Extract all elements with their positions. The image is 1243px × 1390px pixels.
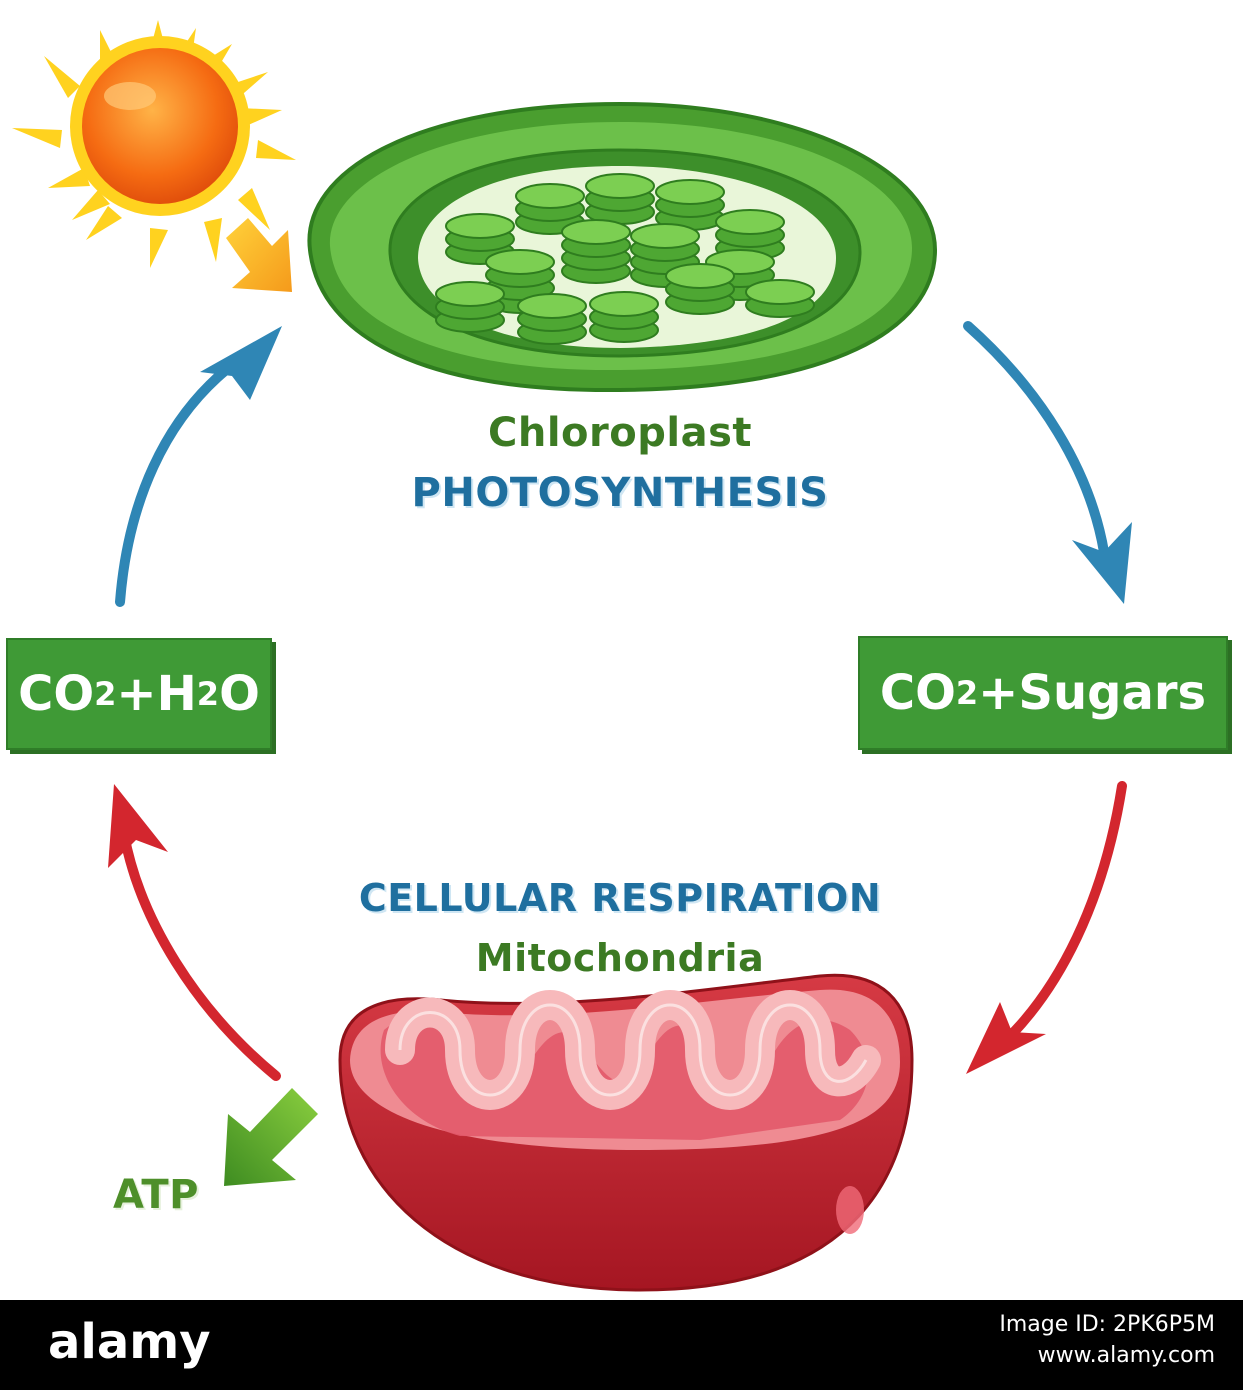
thylakoid-disc: [745, 279, 815, 305]
photosynthesis-label: PHOTOSYNTHESIS: [411, 470, 829, 516]
footer-site: www.alamy.com: [1037, 1342, 1215, 1368]
respiration-label: CELLULAR RESPIRATION: [358, 876, 882, 920]
thylakoid-disc: [715, 209, 785, 235]
thylakoid-disc: [561, 219, 631, 245]
thylakoid-disc: [585, 173, 655, 199]
thylakoid-disc: [589, 291, 659, 317]
thylakoid-disc: [515, 183, 585, 209]
thylakoid-disc: [445, 213, 515, 239]
arrow-to-sugars: [963, 321, 1132, 604]
thylakoid-disc: [655, 179, 725, 205]
thylakoid-disc: [665, 263, 735, 289]
co2-water-plus: +H: [116, 666, 197, 722]
mitochondrion-icon: [338, 973, 914, 1292]
chloroplast-icon: [307, 101, 938, 393]
chloroplast-label: Chloroplast: [488, 410, 752, 456]
thylakoid-disc: [485, 249, 555, 275]
cycle-diagram: [12, 20, 1132, 1292]
footer-image-id: Image ID: 2PK6P5M: [999, 1312, 1215, 1337]
co2-water-co: CO: [18, 666, 95, 722]
sun-icon: [12, 20, 296, 268]
co2-water-tail: O: [219, 666, 260, 722]
footer-id: Image ID: 2PK6P5M www.alamy.com: [999, 1310, 1215, 1372]
atp-label: ATP: [113, 1172, 199, 1218]
thylakoid-stacks: [435, 173, 815, 345]
thylakoid-disc: [435, 281, 505, 307]
thylakoid-disc: [630, 223, 700, 249]
co2-sugars-co: CO: [879, 665, 956, 721]
mitochondria-label: Mitochondria: [475, 936, 765, 980]
arrow-to-chloroplast: [115, 326, 282, 607]
watermark-footer: alamy Image ID: 2PK6P5M www.alamy.com: [0, 1300, 1243, 1390]
sunlight-arrow: [226, 218, 292, 292]
thylakoid-disc: [517, 293, 587, 319]
atp-arrow: [224, 1088, 318, 1186]
diagram-canvas: Chloroplast PHOTOSYNTHESIS CELLULAR RESP…: [6, 20, 1228, 1292]
footer-brand: alamy: [48, 1314, 211, 1370]
co2-sugars-tail: +Sugars: [978, 665, 1207, 721]
arrow-to-co2-water: [108, 784, 281, 1081]
arrow-to-mitochondria: [966, 781, 1127, 1074]
